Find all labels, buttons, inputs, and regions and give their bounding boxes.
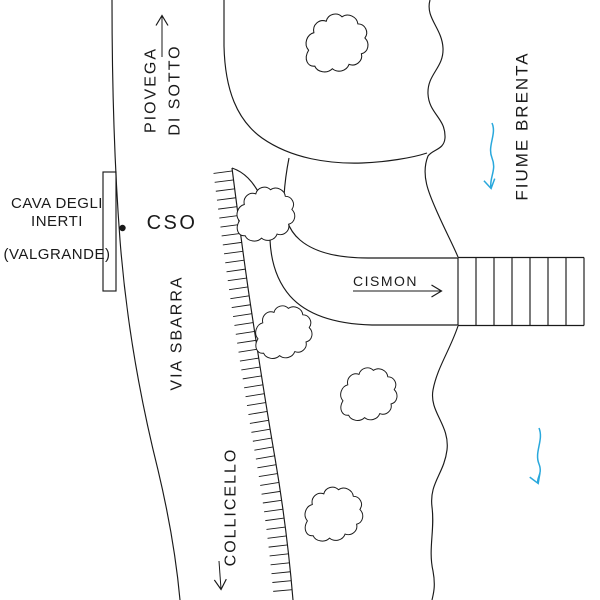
cso-point-marker-icon [119,224,126,232]
river-label-fiume-brenta: FIUME BRENTA [513,51,532,200]
quarry-label-line1: CAVA DEGLI [11,195,103,212]
road-label-di-sotto: DI SOTTO [167,44,184,135]
tree-icon [340,367,398,421]
tree-icon [236,186,296,242]
top-road-east-edge [223,0,428,164]
tree-icon [255,305,313,359]
riverbank-upper [424,0,459,258]
junction-north-edge [283,157,458,259]
south-direction-arrow-icon [213,560,227,591]
tree-icon [305,13,369,73]
bridge-icon [457,256,585,327]
cso-label: CSO [147,212,198,234]
road-label-collicello: COLLICELLO [223,448,240,567]
embankment-hatch-icon [213,170,293,592]
riverbank-lower [430,325,459,600]
tree-icon [304,486,364,542]
quarry-label-line2: INERTI [31,213,83,230]
road-label-cismon: CISMON [353,273,418,289]
west-road-edge [111,0,181,600]
road-label-via-sbarra: VIA SBARRA [169,275,186,390]
quarry-structure [102,171,117,292]
road-label-piovega: PIOVEGA [143,47,160,133]
quarry-label-line3: (VALGRANDE) [4,246,111,263]
river-flow-arrow-icon [483,122,496,190]
river-flow-arrow-icon [529,427,542,485]
